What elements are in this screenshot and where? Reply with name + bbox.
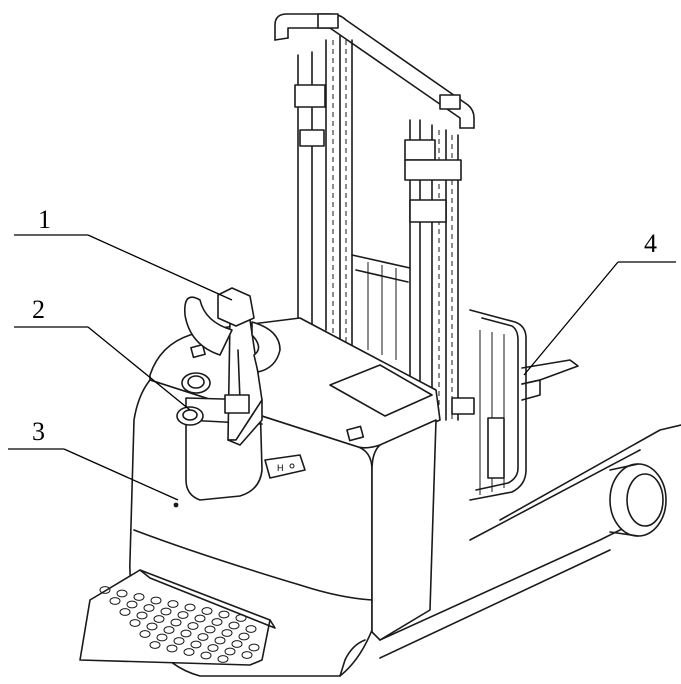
step-hole bbox=[241, 651, 253, 659]
backrest-icon bbox=[351, 254, 527, 501]
step-hole bbox=[200, 651, 212, 660]
mast-icon bbox=[274, 13, 475, 421]
step-hole bbox=[183, 648, 195, 656]
callout-3: 3 bbox=[8, 417, 179, 501]
callout-1: 1 bbox=[14, 205, 233, 301]
step-hole bbox=[156, 633, 168, 642]
step-hole bbox=[163, 626, 175, 634]
step-hole bbox=[160, 607, 172, 616]
step-hole bbox=[119, 608, 131, 616]
step-hole bbox=[109, 597, 121, 605]
step-hole bbox=[190, 640, 202, 649]
step-hole bbox=[194, 614, 206, 623]
step-hole bbox=[214, 636, 226, 645]
emergency-button-icon bbox=[176, 406, 204, 426]
step-hole bbox=[170, 618, 182, 627]
step-hole bbox=[187, 622, 199, 630]
step-hole bbox=[177, 611, 189, 619]
step-hole bbox=[167, 600, 179, 608]
key-switch-icon bbox=[181, 372, 211, 394]
step-hole bbox=[149, 641, 161, 649]
step-hole bbox=[211, 618, 223, 626]
step-hole bbox=[231, 640, 243, 648]
callout-1-label: 1 bbox=[38, 205, 51, 234]
step-hole bbox=[126, 600, 138, 609]
step-hole bbox=[184, 603, 196, 612]
step-hole bbox=[245, 625, 257, 633]
step-hole bbox=[228, 621, 240, 630]
step-hole bbox=[143, 604, 155, 612]
callout-2-label: 2 bbox=[32, 295, 45, 324]
step-hole bbox=[204, 625, 216, 634]
step-hole bbox=[136, 611, 148, 620]
callout-4-label: 4 bbox=[644, 229, 657, 258]
step-hole bbox=[146, 622, 158, 631]
step-hole bbox=[201, 607, 213, 615]
svg-text:H: H bbox=[277, 463, 284, 473]
step-hole bbox=[238, 632, 250, 641]
callout-4: 4 bbox=[523, 229, 676, 376]
step-hole bbox=[116, 589, 128, 598]
step-hole bbox=[133, 593, 145, 601]
step-hole bbox=[197, 633, 209, 641]
step-hole bbox=[153, 615, 165, 623]
step-hole bbox=[166, 644, 178, 653]
step-hole bbox=[129, 619, 141, 627]
step-hole bbox=[173, 637, 185, 645]
step-hole bbox=[217, 655, 229, 663]
step-hole bbox=[150, 596, 162, 605]
step-plate-holes bbox=[99, 586, 260, 663]
step-hole bbox=[224, 647, 236, 656]
step-hole bbox=[218, 610, 230, 619]
step-hole bbox=[235, 614, 247, 622]
step-hole bbox=[139, 630, 151, 638]
wheel-icon bbox=[609, 463, 667, 537]
step-hole bbox=[248, 643, 260, 652]
step-hole bbox=[99, 586, 111, 594]
callout-3-label: 3 bbox=[32, 417, 45, 446]
step-hole bbox=[207, 644, 219, 652]
step-hole bbox=[180, 629, 192, 638]
callout-2: 2 bbox=[14, 295, 191, 411]
step-hole bbox=[221, 629, 233, 637]
step-plate-icon bbox=[79, 569, 276, 666]
fork-icon bbox=[379, 359, 681, 659]
